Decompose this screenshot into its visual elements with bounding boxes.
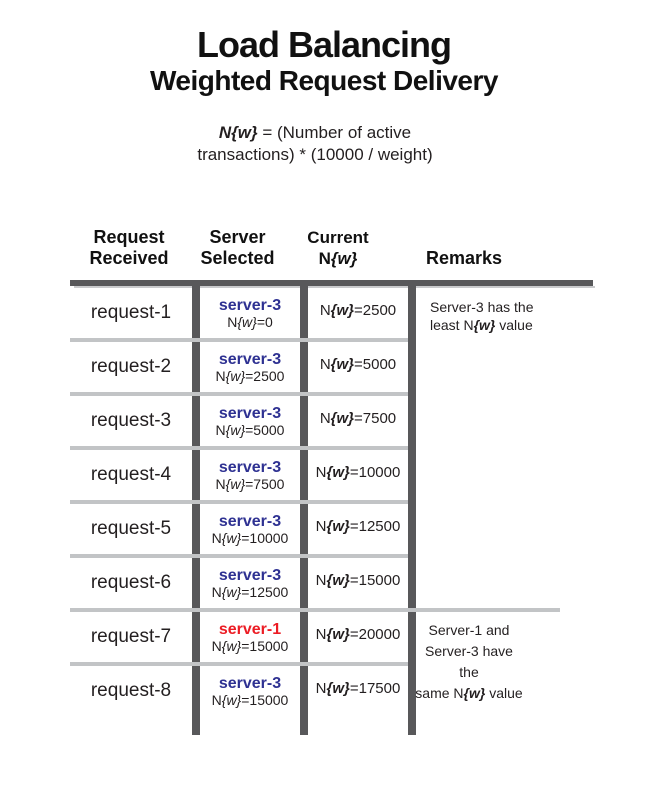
table-row: request-6 server-3 N{w}=12500 N{w}=15000	[70, 556, 593, 610]
remarks-cell	[408, 448, 593, 502]
header-request-received: Request Received	[89, 227, 169, 268]
remarks-cell	[408, 340, 593, 394]
row-separator-4	[70, 500, 408, 504]
request-cell: request-4	[90, 464, 172, 485]
current-nw-cell: N{w}=2500	[319, 301, 397, 319]
server-cell: server-3 N{w}=12500	[200, 556, 300, 610]
request-cell: request-5	[90, 518, 172, 539]
row-separator-5	[70, 554, 408, 558]
table-row: request-1 server-3 N{w}=0 N{w}=2500	[70, 286, 593, 340]
current-nw-cell: N{w}=7500	[319, 409, 397, 427]
server-name: server-3	[218, 512, 282, 530]
header-remarks: Remarks	[425, 248, 503, 268]
current-nw-cell: N{w}=10000	[315, 463, 401, 481]
request-cell: request-1	[90, 302, 172, 323]
table-row: request-4 server-3 N{w}=7500 N{w}=10000	[70, 448, 593, 502]
request-cell: request-3	[90, 410, 172, 431]
current-nw-cell: N{w}=17500	[315, 679, 401, 697]
request-cell: request-7	[90, 626, 172, 647]
server-nw-value: N{w}=7500	[215, 475, 285, 492]
table-row: request-7 server-1 N{w}=15000 N{w}=20000	[70, 610, 593, 664]
header-server-selected: Server Selected	[200, 227, 275, 268]
server-cell: server-3 N{w}=10000	[200, 502, 300, 556]
table-row: request-5 server-3 N{w}=10000 N{w}=12500	[70, 502, 593, 556]
header-rule	[70, 280, 593, 286]
current-nw-cell: N{w}=20000	[315, 625, 401, 643]
server-name: server-3	[218, 674, 282, 692]
server-nw-value: N{w}=0	[227, 313, 273, 330]
request-delivery-table: Request Received Server Selected Current…	[70, 225, 595, 746]
page-subtitle: Weighted Request Delivery	[150, 65, 498, 96]
request-cell: request-8	[90, 680, 172, 701]
server-nw-value: N{w}=15000	[211, 637, 289, 654]
row-separator-2	[70, 392, 408, 396]
column-divider-2	[300, 286, 308, 735]
page-title: Load Balancing	[196, 24, 452, 65]
table-header-row: Request Received Server Selected Current…	[70, 227, 593, 273]
remark-least-nw: Server-3 has the least N{w} value	[430, 299, 534, 333]
formula-nw-term: N{w}	[218, 123, 258, 142]
remarks-cell	[408, 502, 593, 556]
table-row: request-2 server-3 N{w}=2500 N{w}=5000	[70, 340, 593, 394]
header-current-nw: Current N{w}	[307, 228, 369, 268]
request-cell: request-6	[90, 572, 172, 593]
row-separator-3	[70, 446, 408, 450]
server-cell: server-3 N{w}=2500	[200, 340, 300, 394]
row-separator-7	[70, 662, 408, 666]
current-nw-cell: N{w}=12500	[315, 517, 401, 535]
column-divider-3	[408, 286, 416, 735]
table-row: request-8 server-3 N{w}=15000 N{w}=17500	[70, 664, 593, 718]
formula-line-1: N{w} = (Number of active	[0, 122, 630, 144]
server-nw-value: N{w}=5000	[215, 421, 285, 438]
table-body: request-1 server-3 N{w}=0 N{w}=2500 requ…	[70, 286, 593, 746]
table-row: request-3 server-3 N{w}=5000 N{w}=7500	[70, 394, 593, 448]
server-cell: server-3 N{w}=15000	[200, 664, 300, 718]
server-name: server-3	[218, 350, 282, 368]
request-cell: request-2	[90, 356, 172, 377]
server-cell: server-3 N{w}=0	[200, 286, 300, 340]
server-name: server-3	[218, 404, 282, 422]
row-separator-1	[70, 338, 408, 342]
formula-line-1-rest: = (Number of active	[257, 123, 412, 142]
server-nw-value: N{w}=12500	[211, 583, 289, 600]
remark-same-nw: Server-1 and Server-3 have the same N{w}…	[415, 622, 523, 701]
server-cell: server-1 N{w}=15000	[200, 610, 300, 664]
server-name: server-3	[218, 296, 282, 314]
server-name: server-3	[218, 458, 282, 476]
server-nw-value: N{w}=15000	[211, 691, 289, 708]
formula: N{w} = (Number of active transactions) *…	[0, 122, 630, 166]
row-separator-6	[70, 608, 560, 612]
server-nw-value: N{w}=10000	[211, 529, 289, 546]
server-name: server-1	[218, 620, 282, 638]
current-nw-cell: N{w}=5000	[319, 355, 397, 373]
current-nw-cell: N{w}=15000	[315, 571, 401, 589]
remarks-cell	[408, 394, 593, 448]
server-cell: server-3 N{w}=5000	[200, 394, 300, 448]
server-nw-value: N{w}=2500	[215, 367, 285, 384]
remarks-cell	[408, 556, 593, 610]
header-rule-shadow	[74, 286, 595, 288]
table-rows: request-1 server-3 N{w}=0 N{w}=2500 requ…	[70, 286, 593, 718]
server-cell: server-3 N{w}=7500	[200, 448, 300, 502]
server-name: server-3	[218, 566, 282, 584]
formula-line-2: transactions) * (10000 / weight)	[197, 145, 433, 164]
column-divider-1	[192, 286, 200, 735]
